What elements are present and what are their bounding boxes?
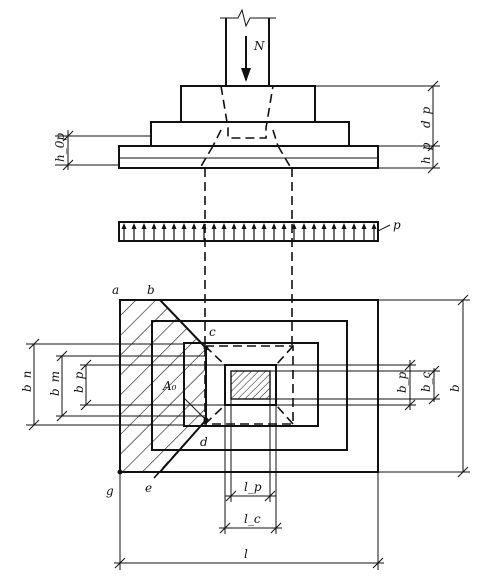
line-d-e [153,419,207,479]
pressure-arrow-head [181,223,187,229]
label-d-p: d_p [419,106,433,128]
pressure-arrow-head [251,223,257,229]
pressure-arrow-head [201,223,207,229]
line-b-c [159,299,207,349]
punching-lines-elevation [199,85,293,345]
load-arrow: N [241,36,265,82]
column [220,8,276,86]
pressure-arrow-head [241,223,247,229]
point-g: g [106,484,114,498]
point-e: e [145,481,152,495]
step-top [180,85,316,123]
pressure-arrow-head [161,223,167,229]
pressure-arrow-head [191,223,197,229]
label-h-0p: h_0p [53,133,67,162]
pressure-arrow-head [341,223,347,229]
pressure-arrow-head [141,223,147,229]
label-p: p [393,218,401,232]
pressure-arrow-head [281,223,287,229]
dimension-elevation-left: h_0p [53,130,151,171]
pressure-arrow-head [231,223,237,229]
pressure-arrow-head [271,223,277,229]
label-h-p: h_p [419,142,433,164]
top-step-outline [183,342,319,427]
label-l-c: l_c [244,512,261,526]
label-b-p-left: b_p [72,371,86,393]
punching-perimeter [204,345,294,425]
point-d: d [200,435,208,449]
load-label-n: N [253,39,265,53]
pressure-arrow-head [351,223,357,229]
dimension-plan-bottom: l_p l_c l [114,399,384,570]
pressure-arrow-head [301,223,307,229]
label-b-c: b_c [419,371,433,392]
label-l-dim: l [244,547,248,561]
foundation-steps [118,85,379,169]
pressure-arrows [121,223,377,240]
pressure-arrow-head [331,223,337,229]
point-a: a [112,283,119,297]
dimension-elevation-right: d_p h_p [315,80,440,174]
pressure-arrow-head [151,223,157,229]
pressure-arrow-head [261,223,267,229]
dimension-plan-right: b_p b_c b [270,294,470,478]
elevation-view: N d_p h_p [53,8,440,345]
step-base [118,145,379,169]
label-b-n: b_n [20,371,34,392]
step-middle [150,121,350,147]
plan-view: a b c d e g A₀ b_n b_m b_ [20,283,470,570]
pressure-arrow-head [221,223,227,229]
base-outline [119,299,379,473]
soil-pressure-diagram: p [118,218,401,242]
pressure-arrow-head [211,223,217,229]
pressure-arrow-head [131,223,137,229]
column-core [230,370,271,400]
pressure-arrow-head [291,223,297,229]
point-c: c [209,325,216,339]
label-b-p-right: b_p [395,371,409,393]
label-b-m: b_m [48,371,62,396]
pressure-arrow-head [321,223,327,229]
middle-step-outline [151,320,348,451]
point-b: b [147,283,155,297]
label-l-p: l_p [244,480,262,494]
pressure-arrow-head [171,223,177,229]
label-a0: A₀ [162,379,177,393]
dimension-plan-left: b_n b_m b_p [20,338,225,431]
pressure-arrow-head [121,223,127,229]
label-b-dim: b [448,384,462,392]
pressure-arrow-head [311,223,317,229]
pressure-arrow-head [371,223,377,229]
pressure-arrow-head [361,223,367,229]
column-section [224,364,277,406]
